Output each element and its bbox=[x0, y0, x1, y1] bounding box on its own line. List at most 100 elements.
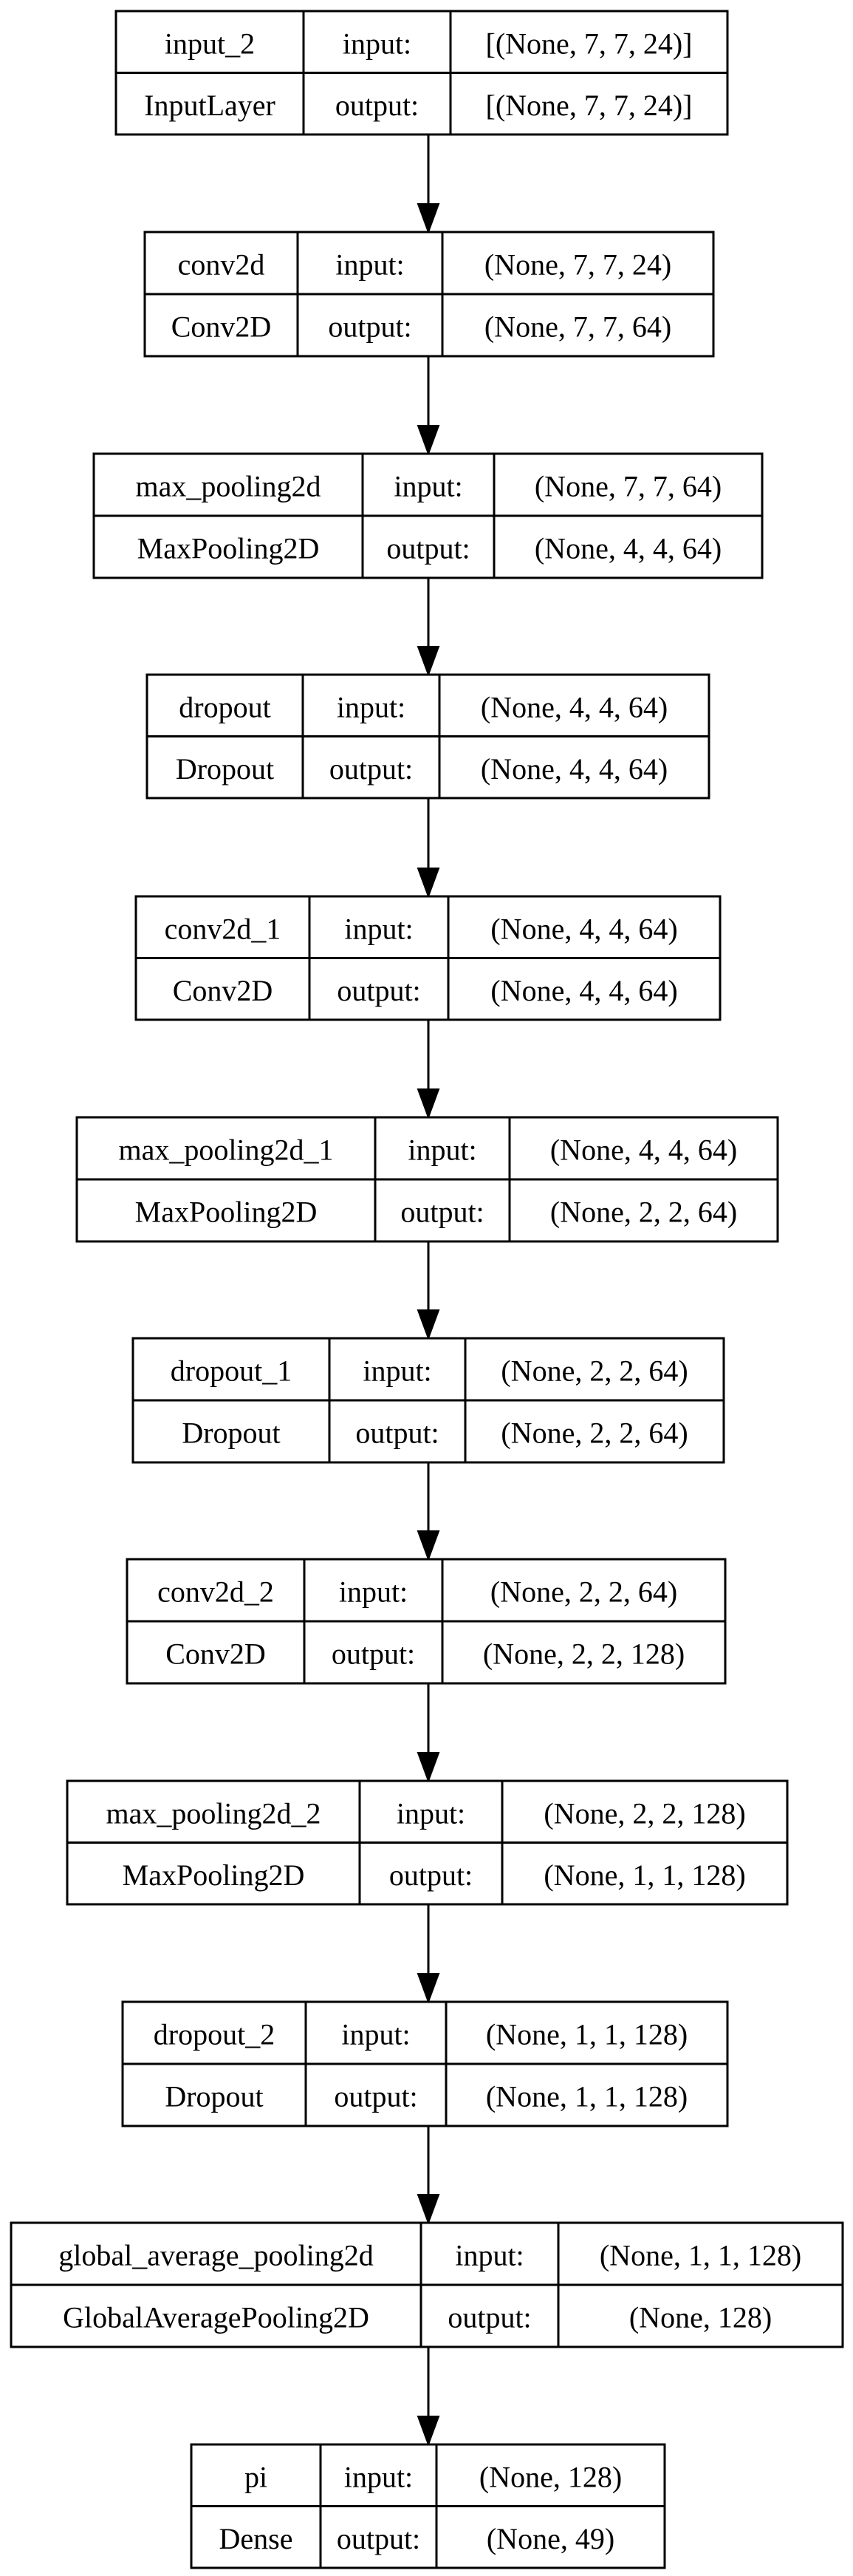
output-label: output: bbox=[329, 752, 413, 786]
layer-type: MaxPooling2D bbox=[137, 532, 320, 565]
input-shape: (None, 4, 4, 64) bbox=[490, 912, 677, 945]
output-shape: [(None, 7, 7, 24)] bbox=[486, 89, 693, 122]
layer-name: dropout_2 bbox=[154, 2018, 275, 2051]
layer-name: conv2d bbox=[178, 248, 265, 282]
input-shape: (None, 2, 2, 128) bbox=[544, 1796, 745, 1830]
output-shape: (None, 49) bbox=[487, 2522, 614, 2555]
input-shape: (None, 7, 7, 64) bbox=[535, 470, 722, 503]
layer-name: dropout bbox=[179, 690, 270, 723]
layer-name: conv2d_2 bbox=[157, 1575, 274, 1609]
input-shape: (None, 2, 2, 64) bbox=[501, 1355, 688, 1388]
output-label: output: bbox=[337, 2522, 420, 2555]
input-label: input: bbox=[344, 2460, 413, 2493]
arrow-head bbox=[417, 1309, 440, 1340]
input-shape: [(None, 7, 7, 24)] bbox=[486, 27, 693, 60]
input-label: input: bbox=[455, 2239, 524, 2272]
connection-arrow bbox=[417, 356, 440, 456]
connection-arrow bbox=[417, 1462, 440, 1561]
output-label: output: bbox=[448, 2301, 531, 2334]
arrow-head bbox=[417, 1088, 440, 1120]
layer-name: dropout_1 bbox=[171, 1355, 292, 1388]
input-label: input: bbox=[344, 912, 413, 945]
input-label: input: bbox=[394, 470, 462, 503]
layer-type: InputLayer bbox=[144, 89, 275, 122]
arrow-head bbox=[417, 2416, 440, 2447]
layer-name: pi bbox=[244, 2460, 267, 2493]
output-label: output: bbox=[328, 310, 411, 344]
arrow-head bbox=[417, 1530, 440, 1561]
input-label: input: bbox=[335, 248, 404, 282]
layer-name: max_pooling2d_1 bbox=[118, 1134, 333, 1167]
input-shape: (None, 7, 7, 24) bbox=[484, 248, 671, 282]
output-shape: (None, 4, 4, 64) bbox=[535, 532, 722, 565]
arrow-head bbox=[417, 425, 440, 456]
layer-name: max_pooling2d bbox=[135, 470, 321, 503]
connection-arrow bbox=[417, 2126, 440, 2225]
input-shape: (None, 4, 4, 64) bbox=[550, 1134, 737, 1167]
output-label: output: bbox=[334, 2080, 417, 2113]
connection-arrow bbox=[417, 578, 440, 677]
arrow-head bbox=[417, 646, 440, 677]
arrow-head bbox=[417, 203, 440, 234]
layer-type: Conv2D bbox=[173, 974, 273, 1007]
connection-arrow bbox=[417, 1020, 440, 1120]
layer-name: max_pooling2d_2 bbox=[106, 1796, 321, 1830]
output-label: output: bbox=[400, 1196, 484, 1229]
input-shape: (None, 1, 1, 128) bbox=[600, 2239, 801, 2272]
arrow-head bbox=[417, 2194, 440, 2225]
input-label: input: bbox=[408, 1134, 476, 1167]
output-shape: (None, 2, 2, 128) bbox=[483, 1638, 685, 1671]
layer-name: input_2 bbox=[165, 27, 255, 60]
input-label: input: bbox=[337, 690, 405, 723]
output-label: output: bbox=[337, 974, 420, 1007]
connection-arrow bbox=[417, 1904, 440, 2004]
input-label: input: bbox=[363, 1355, 431, 1388]
input-shape: (None, 128) bbox=[479, 2460, 622, 2493]
input-label: input: bbox=[339, 1575, 408, 1609]
output-label: output: bbox=[389, 1858, 473, 1892]
connections bbox=[417, 134, 440, 2447]
output-label: output: bbox=[332, 1638, 415, 1671]
arrow-head bbox=[417, 1973, 440, 2004]
layer-type: Conv2D bbox=[171, 310, 272, 344]
input-label: input: bbox=[343, 27, 411, 60]
layer-node-global_average_pooling2d: global_average_pooling2dGlobalAveragePoo… bbox=[10, 2221, 844, 2348]
arrow-head bbox=[417, 868, 440, 899]
output-shape: (None, 2, 2, 64) bbox=[501, 1417, 688, 1450]
layer-node-max_pooling2d: max_pooling2dMaxPooling2Dinput:output:(N… bbox=[92, 452, 764, 579]
output-shape: (None, 4, 4, 64) bbox=[481, 752, 668, 786]
connection-arrow bbox=[417, 2347, 440, 2447]
output-shape: (None, 1, 1, 128) bbox=[544, 1858, 745, 1892]
layer-type: MaxPooling2D bbox=[135, 1196, 318, 1229]
connection-arrow bbox=[417, 798, 440, 899]
layer-type: Conv2D bbox=[165, 1638, 266, 1671]
layer-type: Dropout bbox=[165, 2080, 263, 2113]
connection-arrow bbox=[417, 1241, 440, 1340]
input-shape: (None, 4, 4, 64) bbox=[481, 690, 668, 723]
input-label: input: bbox=[397, 1796, 465, 1830]
input-shape: (None, 2, 2, 64) bbox=[490, 1575, 677, 1609]
input-label: input: bbox=[341, 2018, 410, 2051]
layer-name: global_average_pooling2d bbox=[58, 2239, 374, 2272]
connection-arrow bbox=[417, 134, 440, 234]
output-shape: (None, 4, 4, 64) bbox=[490, 974, 677, 1007]
output-label: output: bbox=[355, 1417, 439, 1450]
arrow-head bbox=[417, 1752, 440, 1783]
layer-type: MaxPooling2D bbox=[123, 1858, 305, 1892]
layer-type: GlobalAveragePooling2D bbox=[63, 2301, 369, 2334]
input-shape: (None, 1, 1, 128) bbox=[486, 2018, 688, 2051]
output-shape: (None, 7, 7, 64) bbox=[484, 310, 671, 344]
layer-type: Dropout bbox=[176, 752, 274, 786]
output-shape: (None, 128) bbox=[629, 2301, 772, 2334]
